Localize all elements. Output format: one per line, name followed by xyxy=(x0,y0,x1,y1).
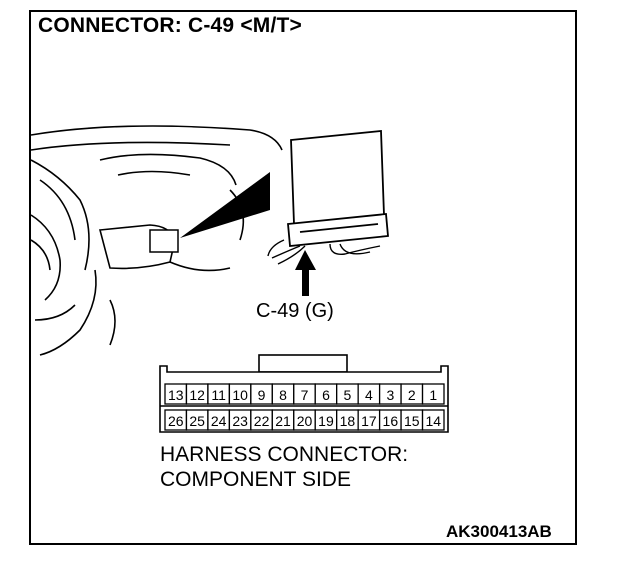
pin-bottom-label-21: 21 xyxy=(275,413,291,429)
pin-top-label-12: 12 xyxy=(189,387,205,403)
pin-bottom-label-15: 15 xyxy=(404,413,420,429)
dashboard-drawing xyxy=(30,125,283,356)
page-title: CONNECTOR: C-49 <M/T> xyxy=(38,14,303,37)
pin-bottom-label-19: 19 xyxy=(318,413,334,429)
pin-bottom-label-23: 23 xyxy=(232,413,248,429)
pin-top-label-4: 4 xyxy=(365,387,373,403)
harness-caption: HARNESS CONNECTOR: COMPONENT SIDE xyxy=(160,442,408,492)
harness-wires xyxy=(267,239,381,265)
pin-bottom-label-17: 17 xyxy=(361,413,377,429)
pin-top-cell-1 xyxy=(421,383,445,405)
up-arrow xyxy=(295,250,316,296)
pin-bottom-label-20: 20 xyxy=(297,413,313,429)
pin-bottom-label-25: 25 xyxy=(189,413,205,429)
pin-top-label-9: 9 xyxy=(258,387,266,403)
pin-top-label-13: 13 xyxy=(168,387,184,403)
pointer-wedge xyxy=(180,172,270,238)
pin-bottom-label-14: 14 xyxy=(425,413,441,429)
pin-top-label-7: 7 xyxy=(301,387,309,403)
pin-top-label-3: 3 xyxy=(386,387,394,403)
pin-bottom-label-26: 26 xyxy=(168,413,184,429)
pin-bottom-label-18: 18 xyxy=(340,413,356,429)
pin-top-label-8: 8 xyxy=(279,387,287,403)
pin-bottom-cell-14 xyxy=(421,409,445,431)
pin-top-label-11: 11 xyxy=(211,387,226,403)
harness-caption-line-1: HARNESS CONNECTOR: xyxy=(160,443,409,466)
pin-top-label-5: 5 xyxy=(344,387,352,403)
harness-caption-line-2: COMPONENT SIDE xyxy=(160,468,351,491)
location-marker xyxy=(149,229,179,253)
pin-top-label-1: 1 xyxy=(429,387,437,403)
pin-bottom-label-24: 24 xyxy=(211,413,227,429)
pin-bottom-label-16: 16 xyxy=(383,413,399,429)
control-module xyxy=(287,130,389,247)
pin-bottom-label-22: 22 xyxy=(254,413,270,429)
pin-top-label-6: 6 xyxy=(322,387,330,403)
connector-label: C-49 (G) xyxy=(256,300,334,322)
diagram-frame xyxy=(29,10,577,545)
pin-top-label-10: 10 xyxy=(232,387,248,403)
figure-code: AK300413AB xyxy=(446,522,552,541)
pin-top-label-2: 2 xyxy=(408,387,416,403)
